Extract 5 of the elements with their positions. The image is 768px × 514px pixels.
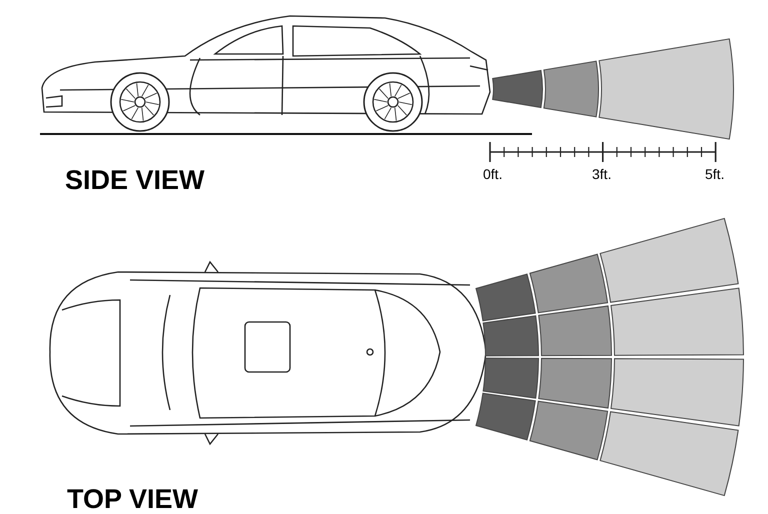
- scale-label: 3ft.: [592, 167, 612, 181]
- view-heading: TOP VIEW: [67, 486, 198, 513]
- scale-label: 5ft.: [705, 167, 724, 181]
- scale-label: 0ft.: [483, 167, 502, 181]
- view-heading: SIDE VIEW: [65, 167, 205, 194]
